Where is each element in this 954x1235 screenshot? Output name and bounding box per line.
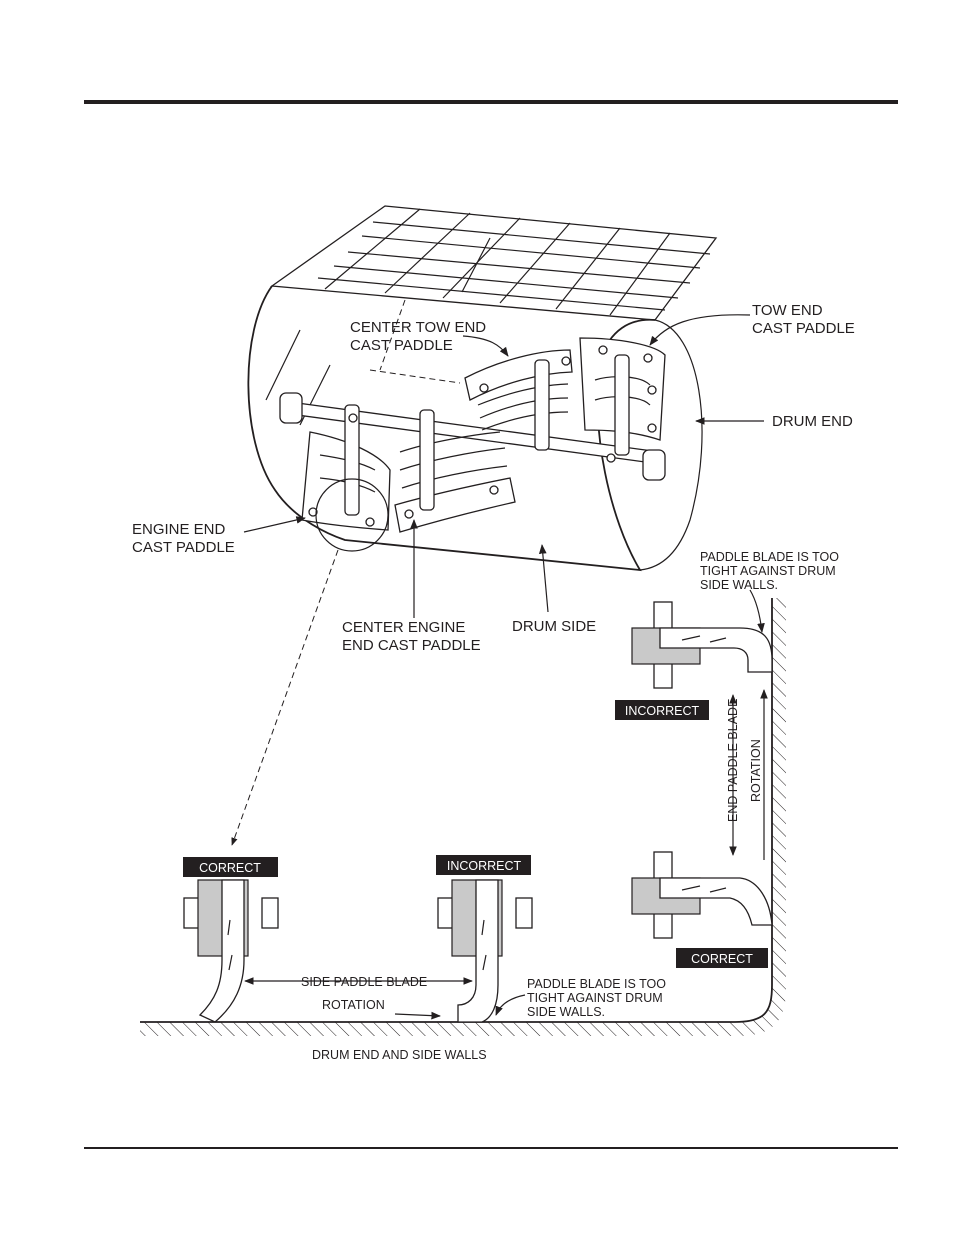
label-tow-end-2: CAST PADDLE — [752, 320, 855, 337]
label-drum-side: DRUM SIDE — [512, 618, 596, 635]
label-too-tight-bottom-2: TIGHT AGAINST DRUM — [527, 991, 663, 1005]
center-tow-end-paddle — [464, 349, 573, 401]
side-blade-correct — [183, 879, 279, 1023]
shaft-end-left — [279, 392, 303, 424]
mixer-drum — [231, 205, 718, 846]
tag-incorrect-top — [615, 700, 709, 720]
end-blade-correct — [631, 851, 773, 939]
label-rotation-vertical: ROTATION — [749, 739, 763, 802]
shaft-end-right — [642, 449, 666, 481]
label-incorrect-mid: INCORRECT — [447, 859, 522, 873]
label-incorrect-top: INCORRECT — [625, 704, 700, 718]
side-blade-incorrect — [437, 879, 533, 1023]
label-too-tight-top-1: PADDLE BLADE IS TOO — [700, 550, 839, 564]
label-rotation-horizontal: ROTATION — [322, 998, 385, 1012]
label-too-tight-top-2: TIGHT AGAINST DRUM — [700, 564, 836, 578]
label-correct-right: CORRECT — [691, 952, 753, 966]
tag-incorrect-mid — [436, 855, 531, 875]
label-too-tight-top-3: SIDE WALLS. — [700, 578, 778, 592]
label-center-engine-end-1: CENTER ENGINE — [342, 619, 465, 636]
label-too-tight-bottom-3: SIDE WALLS. — [527, 1005, 605, 1019]
label-side-paddle-blade: SIDE PADDLE BLADE — [301, 975, 427, 989]
label-walls: DRUM END AND SIDE WALLS — [312, 1048, 487, 1062]
footer-rule — [84, 1147, 898, 1149]
label-center-tow-end-2: CAST PADDLE — [350, 337, 453, 354]
end-blade-incorrect — [631, 601, 773, 689]
tag-correct-right — [676, 948, 768, 968]
drum-walls — [140, 598, 786, 1036]
label-center-engine-end-2: END CAST PADDLE — [342, 637, 481, 654]
label-engine-end-1: ENGINE END — [132, 521, 226, 538]
tag-correct-left — [183, 857, 278, 877]
detail-leader — [231, 549, 339, 846]
label-too-tight-bottom-1: PADDLE BLADE IS TOO — [527, 977, 666, 991]
label-end-paddle-blade: END PADDLE BLADE — [726, 699, 740, 822]
header-rule — [84, 100, 898, 104]
label-center-tow-end-1: CENTER TOW END — [350, 319, 486, 336]
detail-circle — [315, 478, 389, 552]
center-engine-end-paddle — [394, 477, 516, 533]
label-drum-end: DRUM END — [772, 413, 853, 430]
label-tow-end-1: TOW END — [752, 302, 823, 319]
label-engine-end-2: CAST PADDLE — [132, 539, 235, 556]
label-correct-left: CORRECT — [199, 861, 261, 875]
